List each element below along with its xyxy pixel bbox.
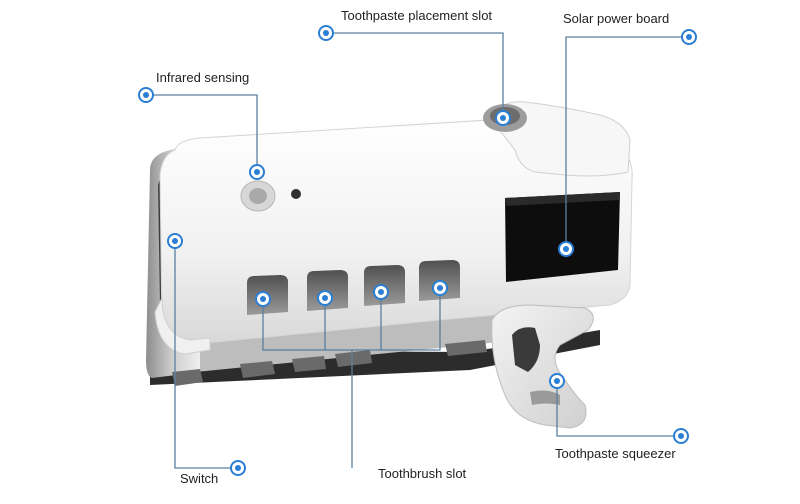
- brush-hooks: [172, 340, 487, 386]
- left-holder-arm: [154, 297, 211, 355]
- callout-markers: [138, 25, 697, 476]
- leader-line-3: [146, 94, 258, 172]
- label-toothbrush-slot: Toothbrush slot: [378, 466, 467, 481]
- label-toothpaste-squeezer: Toothpaste squeezer: [555, 446, 676, 461]
- device-illustration: [146, 101, 633, 429]
- solar-panel: [505, 192, 620, 282]
- leader-line-2: [565, 36, 689, 249]
- squeezer-point-marker: [549, 373, 565, 389]
- toothbrush-slot-3-marker: [373, 284, 389, 300]
- squeezer-nozzle: [512, 327, 540, 372]
- toothpaste-slot-label-marker: [318, 25, 334, 41]
- solar-panel-edge: [505, 192, 620, 206]
- switch-label-marker: [230, 460, 246, 476]
- toothbrush-slot-2-marker: [317, 290, 333, 306]
- squeezer-label-marker: [673, 428, 689, 444]
- solar-board-label-marker: [681, 29, 697, 45]
- infrared-sensor-lens: [249, 188, 267, 204]
- squeezer-tip: [530, 390, 560, 405]
- label-toothpaste-placement-slot: Toothpaste placement slot: [341, 8, 493, 23]
- toothbrush-slot-4-marker: [432, 280, 448, 296]
- switch-point-marker: [167, 233, 183, 249]
- label-solar-power-board: Solar power board: [563, 11, 670, 26]
- indicator-light: [291, 189, 301, 199]
- label-infrared-sensing: Infrared sensing: [156, 70, 250, 85]
- toothpaste-slot-point-marker: [495, 110, 511, 126]
- squeezer-body: [491, 304, 594, 429]
- infrared-point-marker: [249, 164, 265, 180]
- leader-line-8: [174, 241, 238, 469]
- label-switch: Switch: [180, 471, 219, 486]
- infrared-label-marker: [138, 87, 154, 103]
- leader-line-9: [556, 381, 681, 437]
- toothbrush-slot-1-marker: [255, 291, 271, 307]
- leader-line-1: [326, 32, 504, 118]
- solar-board-point-marker: [558, 241, 574, 257]
- callout-leader-lines: [146, 32, 689, 469]
